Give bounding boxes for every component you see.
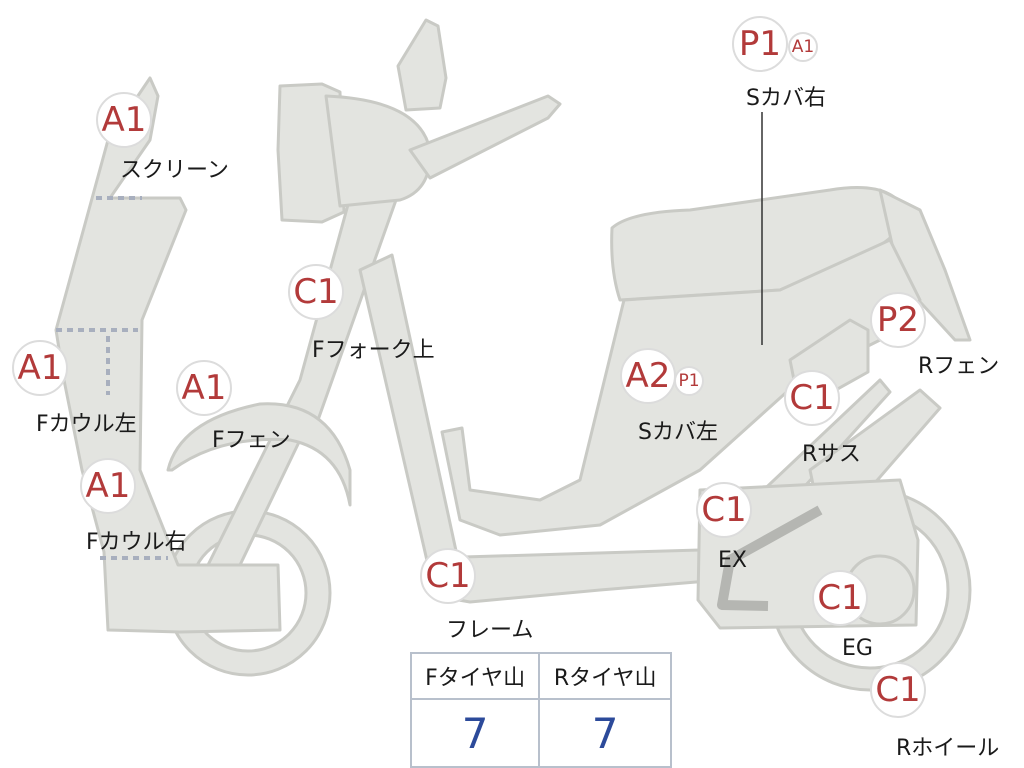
grade-badge-ffork: C1 (288, 264, 344, 320)
label-fcowl-left: Fカウル左 (36, 412, 137, 437)
exhaust-shape (717, 505, 823, 611)
tire-tread-table: Fタイヤ山 Rタイヤ山 7 7 (409, 652, 672, 768)
grade-badge-ffender: A1 (176, 360, 232, 416)
label-rwheel: Rホイール (896, 736, 1000, 761)
label-scover-right: Sカバ右 (746, 86, 826, 111)
grade-badge-frame: C1 (420, 548, 476, 604)
label-fcowl-right: Fカウル右 (86, 530, 187, 555)
grade-badge-scover-right: P1 (732, 16, 788, 72)
label-ffork: Fフォーク上 (312, 338, 435, 363)
grade-badge-rfender: P2 (870, 292, 926, 348)
grade-badge-scover-left-secondary: P1 (674, 366, 704, 396)
label-frame: フレーム (446, 618, 534, 643)
grade-badge-fcowl-right: A1 (80, 458, 136, 514)
front-tire-header: Fタイヤ山 (409, 652, 541, 700)
front-fender-shape (166, 402, 352, 507)
mirror-shape (396, 18, 448, 112)
grade-badge-eg: C1 (812, 570, 868, 626)
rear-tire-header: Rタイヤ山 (538, 652, 672, 700)
front-tire-value: 7 (409, 698, 541, 768)
front-fork-shape (206, 188, 398, 567)
label-screen: スクリーン (120, 158, 229, 183)
grade-badge-rwheel: C1 (870, 662, 926, 718)
rear-tire-value: 7 (538, 698, 672, 768)
label-eg: EG (842, 636, 873, 661)
grade-badge-ex: C1 (696, 482, 752, 538)
label-scover-left: Sカバ左 (638, 420, 718, 445)
label-ffender: Fフェン (212, 428, 291, 453)
handlebar-shape (408, 94, 562, 180)
grade-badge-scover-right-secondary: A1 (788, 32, 818, 62)
grade-badge-scover-left: A2 (620, 348, 676, 404)
label-rsus: Rサス (802, 442, 861, 467)
grade-badge-fcowl-left: A1 (12, 340, 68, 396)
label-ex: EX (718, 548, 747, 573)
grade-badge-rsus: C1 (784, 370, 840, 426)
grade-badge-screen: A1 (96, 92, 152, 148)
label-rfender: Rフェン (918, 354, 1000, 379)
